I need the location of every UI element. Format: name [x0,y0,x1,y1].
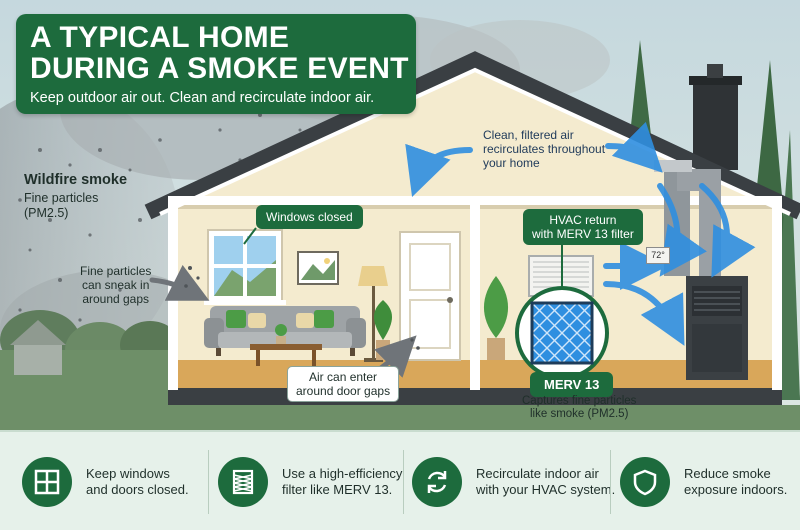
tip-divider [208,450,209,514]
tip-shield-text: Reduce smoke exposure indoors. [684,466,787,498]
door-line-1: Air can enter [309,370,378,384]
ceiling [168,196,782,205]
window-icon [22,457,72,507]
plant-hvac-room [483,276,509,360]
lawn [0,405,800,431]
clean-air-line-1: Clean, filtered air [483,128,574,142]
chimney [689,64,742,170]
clean-air-flow [405,121,756,346]
clean-air-line-2: recirculates throughout [483,142,606,156]
clean-air-label: Clean, filtered air recirculates through… [483,128,605,170]
door [399,231,461,361]
clean-air-line-3: your home [483,156,540,170]
interior-partition [470,205,480,390]
door-gap-label: Air can enter around door gaps [287,366,400,402]
wall-right [772,205,782,390]
merv-caption-line-2: like smoke (PM2.5) [530,408,629,420]
smoke-label-sub: Fine particles (PM2.5) [24,191,98,221]
shield-icon [620,457,670,507]
tip-recirculate: Recirculate indoor air with your HVAC sy… [412,432,615,530]
tip-filter-text: Use a high-efficiency filter like MERV 1… [282,466,402,498]
tip-shield-line-2: exposure indoors. [684,482,788,497]
tip-recirculate-line-1: Recirculate indoor air [476,466,599,481]
tip-shield: Reduce smoke exposure indoors. [620,432,787,530]
sneak-line-3: around gaps [82,292,150,306]
wall-left [168,205,178,390]
filter-icon [218,457,268,507]
tip-recirculate-text: Recirculate indoor air with your HVAC sy… [476,466,615,498]
coffee-table [250,324,322,366]
smoke-sub-line-1: Fine particles [24,191,99,205]
sneak-line-1: Fine particles [80,264,152,278]
tip-filter: Use a high-efficiency filter like MERV 1… [218,432,402,530]
merv-caption: Captures fine particles like smoke (PM2.… [522,395,636,421]
hvac-tag-line-1: HVAC return [549,213,617,227]
tip-divider [403,450,404,514]
title-line-2: DURING A SMOKE EVENT [30,52,409,85]
door-line-2: around door gaps [296,384,391,398]
thermostat: 72° [646,247,670,264]
merv-filter-magnified [515,286,609,380]
recirculate-icon [412,457,462,507]
foundation [168,388,782,405]
hvac-tag-line-2: with MERV 13 filter [532,227,634,241]
tips-bar: Keep windows and doors closed. Use a hig… [0,430,800,530]
floor-lamp [358,266,388,362]
sneak-line-2: can sneak in [81,278,150,292]
windows-leader-line [243,227,257,245]
trees-left [0,310,180,410]
subtitle: Keep outdoor air out. Clean and recircul… [30,90,375,106]
window [204,229,286,305]
merv-13-tag: MERV 13 [530,372,614,397]
tip-shield-line-1: Reduce smoke [684,466,771,481]
smoke-label-title: Wildfire smoke [24,172,128,188]
smoke-sub-line-2: (PM2.5) [24,206,69,220]
title-line-1: A TYPICAL HOME [30,21,290,54]
tip-divider [610,450,611,514]
tip-windows-text: Keep windows and doors closed. [86,466,189,498]
merv-caption-line-1: Captures fine particles [522,395,637,407]
windows-closed-tag: Windows closed [256,205,363,229]
tip-recirculate-line-2: with your HVAC system. [476,482,616,497]
sneak-label: Fine particles can sneak in around gaps [80,264,151,306]
furnace [686,276,748,380]
wall-painting [297,251,339,285]
tip-filter-line-1: Use a high-efficiency [282,466,403,481]
tip-windows: Keep windows and doors closed. [22,432,189,530]
leaking-particles [184,266,420,350]
tip-filter-line-2: filter like MERV 13. [282,482,393,497]
title-banner: A TYPICAL HOME DURING A SMOKE EVENT Keep… [16,14,416,114]
hvac-return-tag: HVAC return with MERV 13 filter [523,209,643,245]
tip-windows-line-1: Keep windows [86,466,170,481]
tip-windows-line-2: and doors closed. [86,482,189,497]
